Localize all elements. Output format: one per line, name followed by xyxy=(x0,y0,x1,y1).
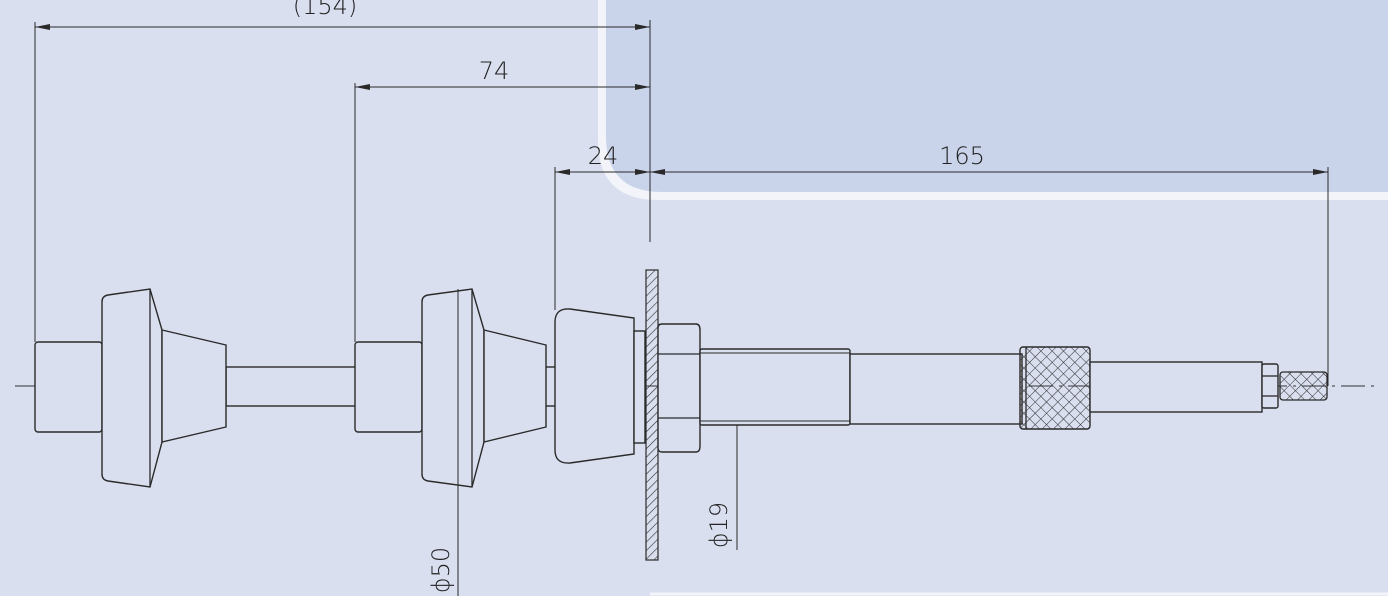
small-nut xyxy=(1261,363,1279,409)
knurled-grip xyxy=(1019,346,1091,430)
arrowhead xyxy=(650,169,665,175)
arrowhead xyxy=(35,24,50,30)
rod-end xyxy=(1089,361,1263,413)
threaded-section xyxy=(699,348,851,426)
arrowhead xyxy=(635,169,650,175)
dim-165-label: 165 xyxy=(939,142,985,170)
hex-nut xyxy=(657,323,701,453)
arrowhead xyxy=(635,24,650,30)
arrowhead xyxy=(555,169,570,175)
cone-part-2 xyxy=(354,288,547,488)
dim-74-label: 74 xyxy=(479,57,510,85)
knurled-tip xyxy=(1279,371,1328,401)
rod xyxy=(849,353,1023,425)
dim-phi19-label: ϕ19 xyxy=(705,502,733,548)
cone-part-1 xyxy=(34,288,227,488)
wall-plate-section xyxy=(645,269,659,561)
background-panel-inner xyxy=(606,0,1388,192)
dim-phi50-label: ϕ50 xyxy=(427,547,455,593)
dim-24-label: 24 xyxy=(588,142,619,170)
arrowhead xyxy=(635,84,650,90)
cone-part-3 xyxy=(554,308,646,464)
dim-overall-label: (154) xyxy=(293,0,358,20)
arrowhead xyxy=(355,84,370,90)
extension-lines xyxy=(34,20,1329,386)
arrowhead xyxy=(1313,169,1328,175)
